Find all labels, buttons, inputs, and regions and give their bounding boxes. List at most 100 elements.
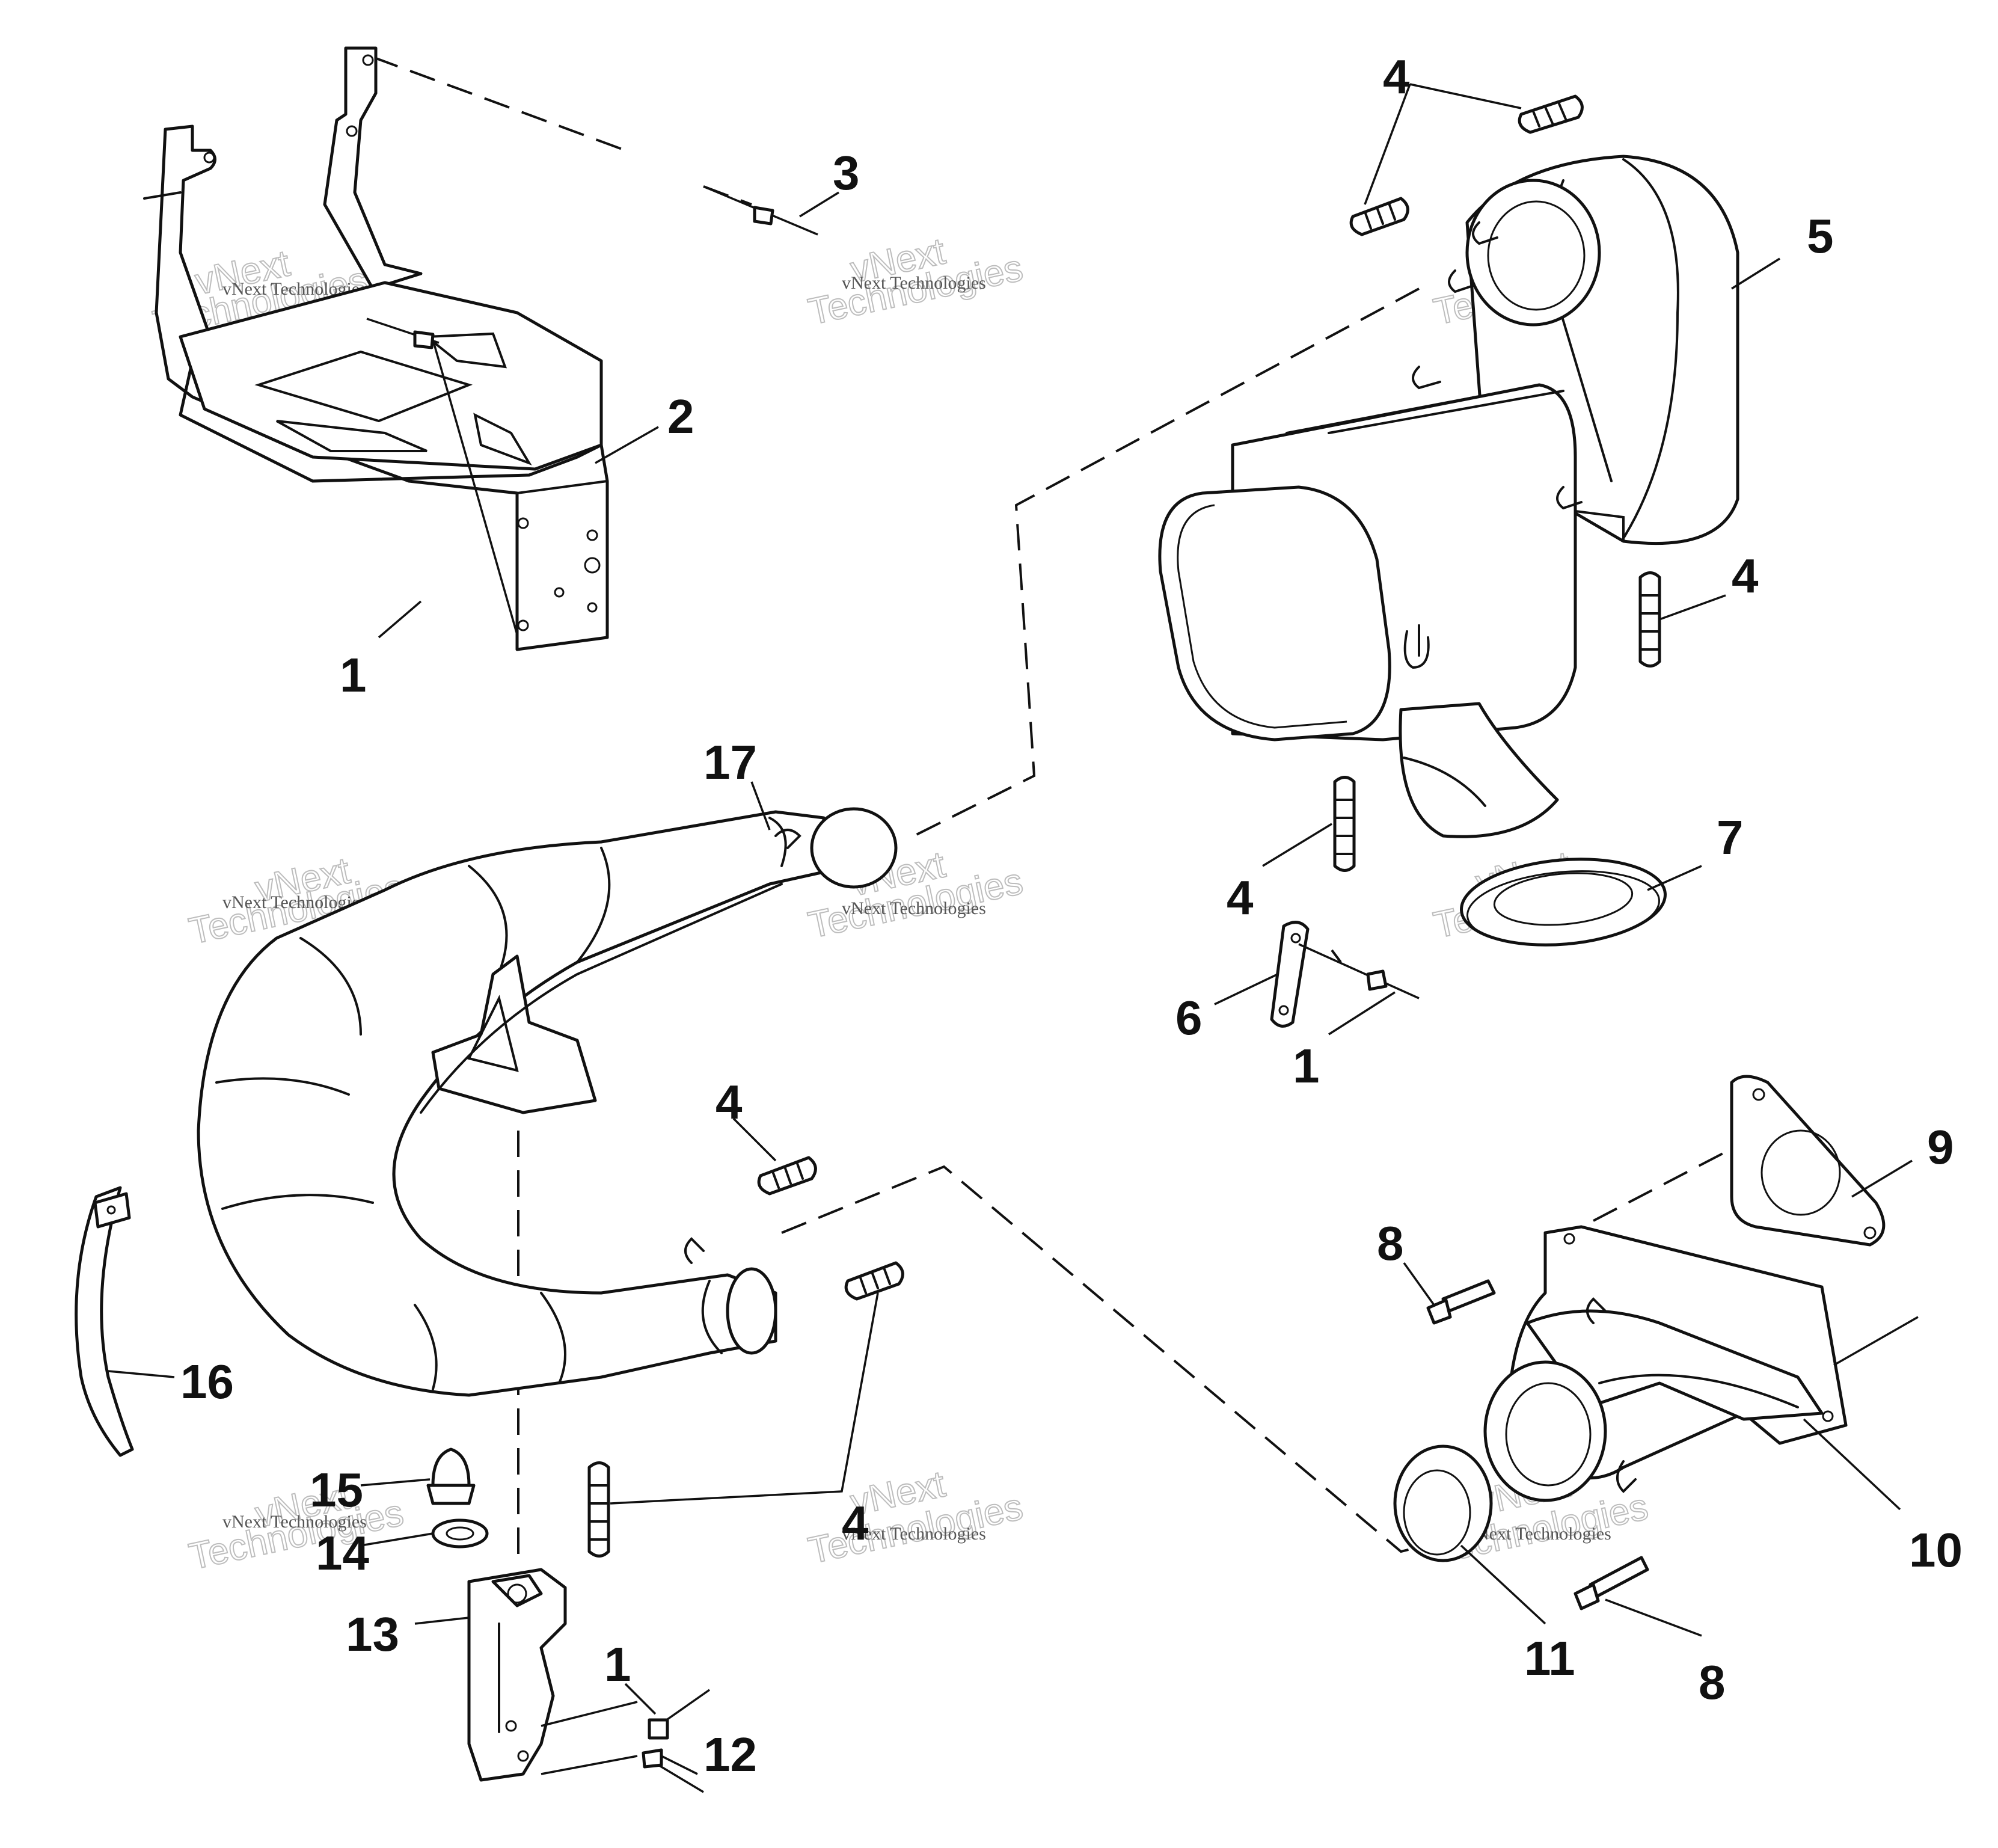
watermark-small: vNext Technologies: [842, 1524, 986, 1544]
leader-4-mid: [1262, 823, 1332, 867]
callout-11: 11: [1524, 1632, 1575, 1685]
rivet-path: [541, 1701, 638, 1727]
chamber-stinger-rod: [420, 883, 783, 1114]
assembly-line: [913, 287, 1420, 837]
callout-7: 7: [1717, 811, 1744, 864]
rivet-head: [413, 330, 435, 349]
callout-6: 6: [1175, 991, 1203, 1045]
bracket-cutout: [473, 413, 532, 465]
rivet-shaft: [1298, 943, 1420, 999]
callout-12: 12: [703, 1728, 757, 1781]
washer-outer: [431, 1518, 489, 1549]
muffler-weld: [1574, 510, 1625, 542]
bracket-cutout: [254, 350, 473, 423]
manifold-outlet-inner: [1505, 1382, 1592, 1487]
spring-coil: [859, 1266, 891, 1294]
leader-6: [1214, 973, 1278, 1005]
callout-3: 3: [833, 146, 860, 200]
bracket-cutout: [423, 332, 507, 369]
leader-3: [799, 191, 839, 218]
leader-1-bottom: [624, 1683, 657, 1715]
spring-hook: [1556, 486, 1583, 510]
leader-2: [595, 426, 659, 464]
rivet-part-1-bottom: [541, 1689, 711, 1740]
mount-hole: [586, 529, 598, 541]
mount-hole: [505, 1720, 517, 1732]
callout-9: 9: [1927, 1120, 1954, 1174]
watermark-small: vNext Technologies: [222, 1512, 367, 1532]
bracket-arm-right: [323, 46, 423, 290]
mount-hole: [584, 557, 601, 574]
chamber-seam: [540, 1292, 566, 1384]
seal-ring-inner: [1403, 1469, 1471, 1556]
chamber-mount-cutout: [467, 995, 519, 1072]
spring-part-4-top-left: [1349, 197, 1409, 236]
muffler-inlet-inner: [1487, 200, 1586, 311]
callout-4: 4: [842, 1496, 869, 1550]
mount-hole: [346, 125, 358, 137]
spring-part-4-top-right: [1518, 94, 1584, 134]
rivet-part-3: [703, 185, 818, 236]
manifold-hole: [1822, 1410, 1834, 1422]
chamber-mount-bracket: [431, 954, 597, 1114]
rivet-head: [648, 1718, 669, 1740]
callout-10: 10: [1909, 1523, 1963, 1577]
chamber-seam: [701, 1280, 723, 1354]
flange-gasket-hole: [1863, 1226, 1877, 1239]
callout-8: 8: [1377, 1217, 1404, 1270]
leader-8-upper: [1403, 1262, 1435, 1306]
bolt-head: [1574, 1583, 1600, 1610]
callout-4: 4: [1383, 50, 1410, 103]
gasket-rim: [1466, 870, 1660, 946]
callouts: 1 2 3 4 5 4 17 4 7 6 1 4 9 8 16 15 14 4 …: [180, 50, 1963, 1781]
mount-hole: [554, 587, 565, 598]
watermark-bottom-left: vNext Technologies vNext Technologies: [185, 1475, 408, 1578]
callout-4: 4: [1732, 549, 1759, 603]
callout-1-bottom: 1: [604, 1638, 631, 1691]
expansion-chamber-part-17: [197, 807, 898, 1397]
leader-7: [1647, 865, 1702, 891]
watermark-bottom-center: vNext Technologies vNext Technologies: [804, 1463, 1027, 1572]
spring-hook: [774, 829, 801, 849]
callout-15: 15: [310, 1463, 363, 1517]
mount-hole: [517, 1750, 529, 1762]
spring-coil: [1364, 202, 1396, 230]
bracket-edge: [516, 480, 608, 494]
link-part-6: [1270, 921, 1310, 1028]
spring-part-4-center: [757, 1156, 817, 1196]
rivet-part-1-mid: [1298, 943, 1420, 999]
bracket-edge: [143, 191, 182, 200]
leader-1-top: [378, 600, 422, 639]
muffler-inlet: [1465, 179, 1601, 327]
leader-17: [750, 781, 771, 830]
chamber-body: [197, 810, 826, 1397]
chamber-seam: [576, 847, 611, 963]
grommet-cap: [431, 1447, 471, 1487]
rivet-path: [541, 1755, 638, 1775]
leader-1-mid: [1328, 991, 1396, 1036]
spring-coil: [1532, 101, 1567, 127]
seal-ring-outer: [1393, 1444, 1493, 1562]
leader-4-center: [732, 1117, 777, 1162]
callout-2: 2: [667, 390, 694, 443]
rivet-head: [642, 1748, 663, 1769]
strap-hole: [106, 1205, 116, 1215]
spring-part-4-bottom: [587, 1461, 610, 1558]
callout-4: 4: [716, 1075, 743, 1129]
leader-4-top: [1364, 83, 1522, 205]
callout-13: 13: [346, 1607, 399, 1661]
leader-14: [360, 1532, 434, 1547]
spring-body: [1333, 776, 1356, 872]
leader-4-right: [1659, 594, 1726, 621]
flange-gasket-part-9: [1730, 1075, 1886, 1247]
gasket-inner: [1493, 872, 1634, 926]
manifold-pipe: [1525, 1309, 1824, 1421]
chamber-outlet: [810, 807, 898, 889]
muffler-end-cap: [1158, 485, 1391, 741]
muffler-can-seam: [1286, 384, 1564, 434]
spring-hook: [1412, 221, 1498, 390]
spring-body: [1518, 94, 1584, 134]
lower-bracket-body: [467, 1568, 567, 1782]
washer-part-14: [431, 1518, 489, 1549]
